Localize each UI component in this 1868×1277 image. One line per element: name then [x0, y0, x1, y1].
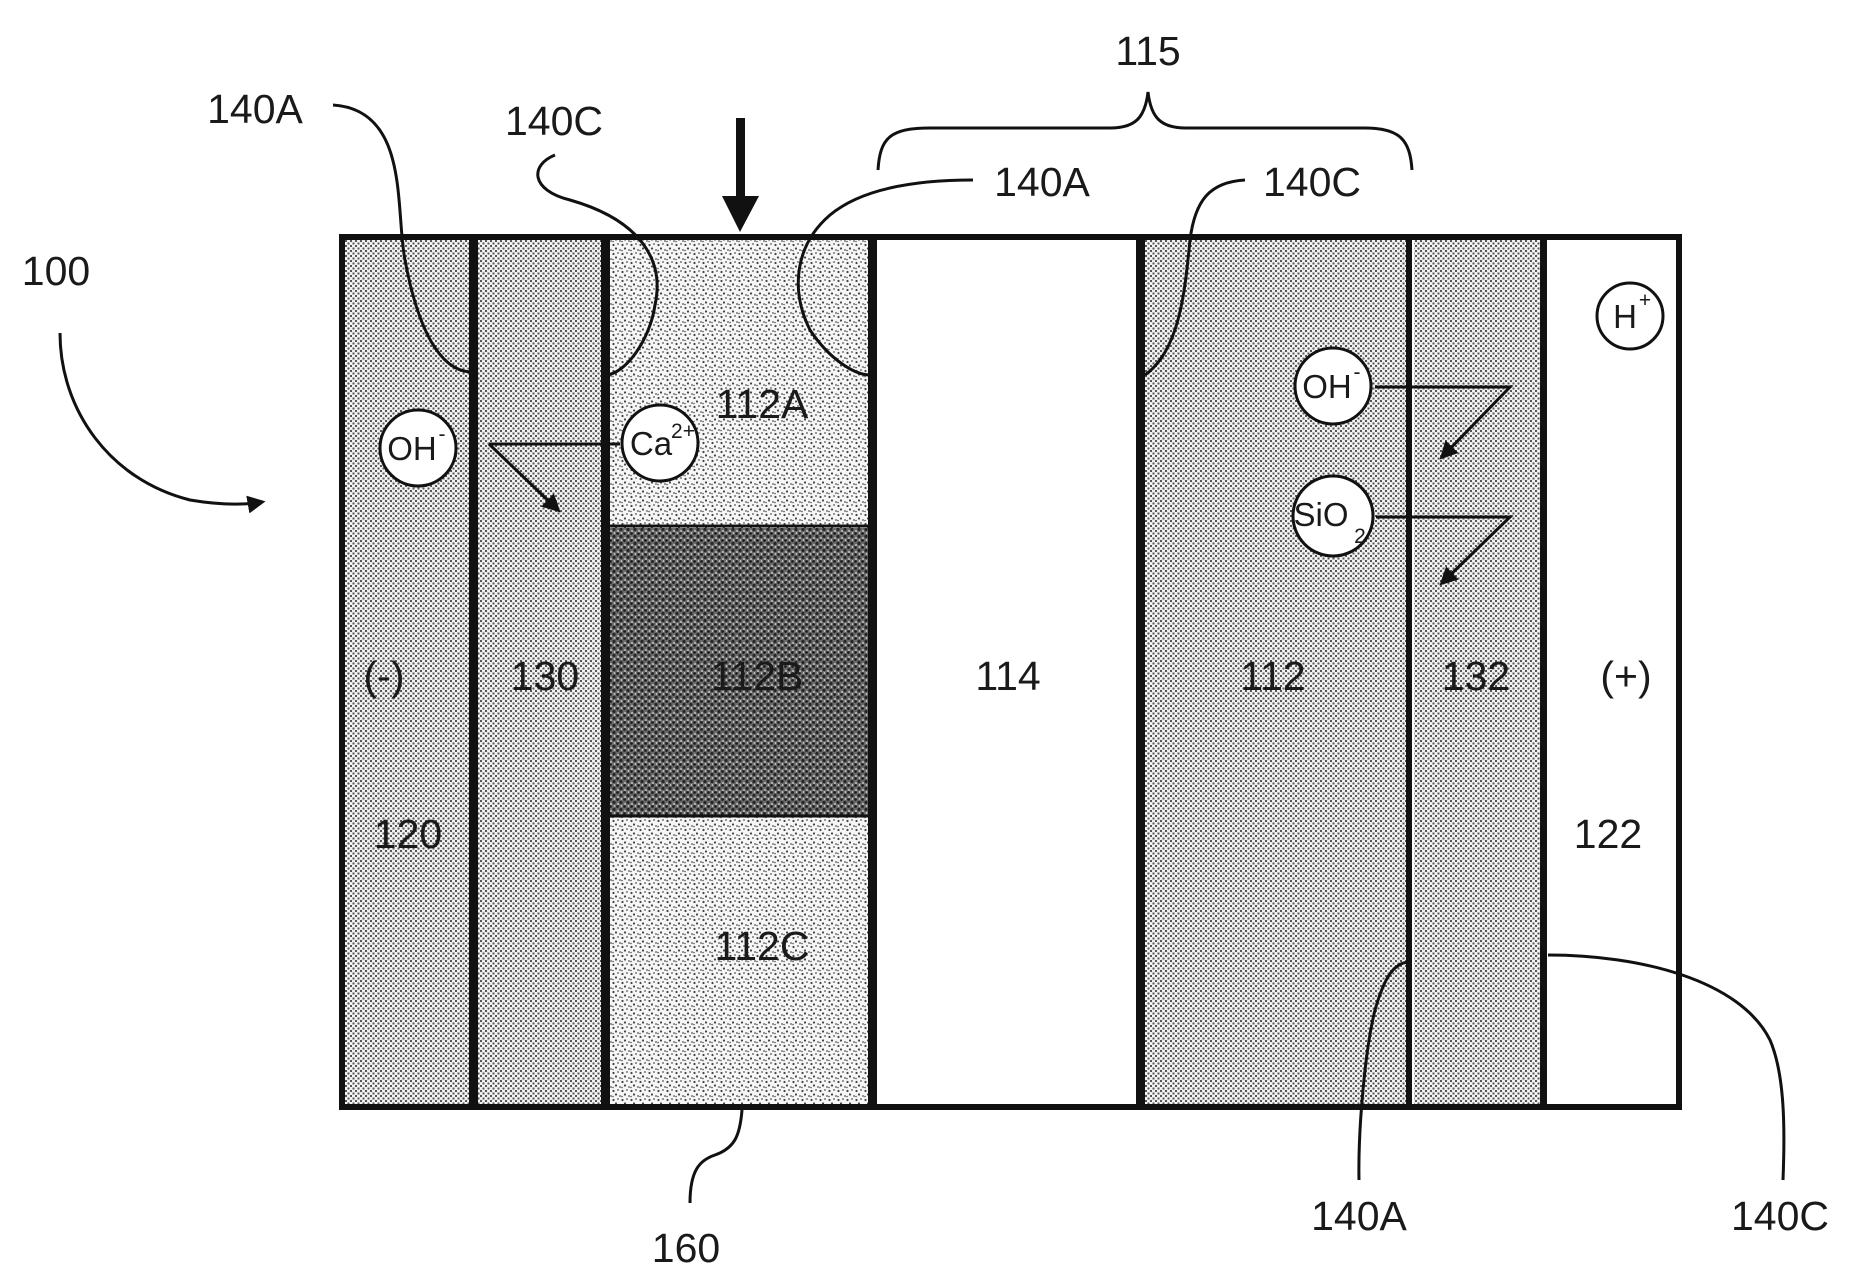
- label-132: 132: [1442, 653, 1510, 699]
- layer-positive-electrode: [1548, 238, 1677, 1106]
- bracket-115: [876, 91, 1414, 171]
- label-112: 112: [1240, 653, 1305, 699]
- label-left-140a: 140A: [207, 86, 303, 132]
- label-left-140c: 140C: [505, 98, 603, 144]
- layer-membrane-left: [477, 238, 603, 1106]
- ion-sio2: SiO 2: [1291, 474, 1375, 558]
- label-negative-sign: (-): [364, 653, 405, 699]
- leader-mid-140c: [1144, 178, 1246, 377]
- layer-separator: [876, 238, 1138, 1106]
- ion-ca: Ca 2+: [620, 403, 700, 483]
- layer-negative-electrode: [343, 238, 471, 1106]
- label-112a: 112A: [716, 381, 809, 427]
- leader-left-140c: [536, 153, 659, 377]
- svg-text:-: -: [439, 423, 446, 446]
- arrow-sio2-right: [1376, 515, 1514, 586]
- label-112b: 112B: [711, 653, 804, 699]
- label-115: 115: [1115, 28, 1180, 74]
- label-112c: 112C: [715, 923, 810, 969]
- layer-zone-b: [609, 528, 870, 815]
- layer-dividers: [469, 236, 1547, 1108]
- svg-text:-: -: [1354, 361, 1361, 384]
- svg-text:OH: OH: [1302, 368, 1352, 405]
- leader-bottom-160: [688, 1109, 744, 1204]
- ion-oh-left: OH -: [378, 408, 458, 488]
- svg-text:Ca: Ca: [630, 425, 673, 462]
- label-122: 122: [1574, 811, 1642, 857]
- label-bottom-140c: 140C: [1731, 1193, 1829, 1239]
- label-114: 114: [975, 653, 1040, 699]
- cell-frame: [339, 234, 1682, 1110]
- label-mid-140c: 140C: [1263, 159, 1361, 205]
- label-160: 160: [652, 1225, 720, 1271]
- leader-left-140a: [332, 103, 471, 374]
- label-figure-100: 100: [22, 248, 90, 294]
- label-bottom-140a: 140A: [1311, 1193, 1407, 1239]
- insertion-arrow: [722, 118, 759, 232]
- svg-text:OH: OH: [387, 430, 437, 467]
- layer-membrane-right: [1414, 238, 1542, 1106]
- arrow-oh-right: [1375, 385, 1514, 460]
- leader-figure-100: [58, 332, 266, 514]
- label-positive-sign: (+): [1600, 653, 1651, 699]
- ion-h: H +: [1595, 281, 1665, 351]
- ion-oh-right: OH -: [1293, 346, 1373, 426]
- label-120: 120: [374, 811, 442, 857]
- svg-text:2+: 2+: [671, 420, 695, 443]
- label-mid-140a: 140A: [994, 159, 1090, 205]
- svg-text:SiO: SiO: [1293, 496, 1348, 533]
- svg-text:H: H: [1613, 298, 1637, 335]
- layer-zone-c: [609, 815, 870, 1106]
- svg-text:2: 2: [1354, 525, 1366, 548]
- leader-bottom-140c: [1547, 953, 1786, 1181]
- label-130: 130: [511, 653, 579, 699]
- arrow-oh-left: [487, 442, 620, 510]
- svg-text:+: +: [1639, 289, 1651, 312]
- leader-bottom-140a: [1357, 960, 1411, 1181]
- leader-mid-140a: [796, 178, 974, 377]
